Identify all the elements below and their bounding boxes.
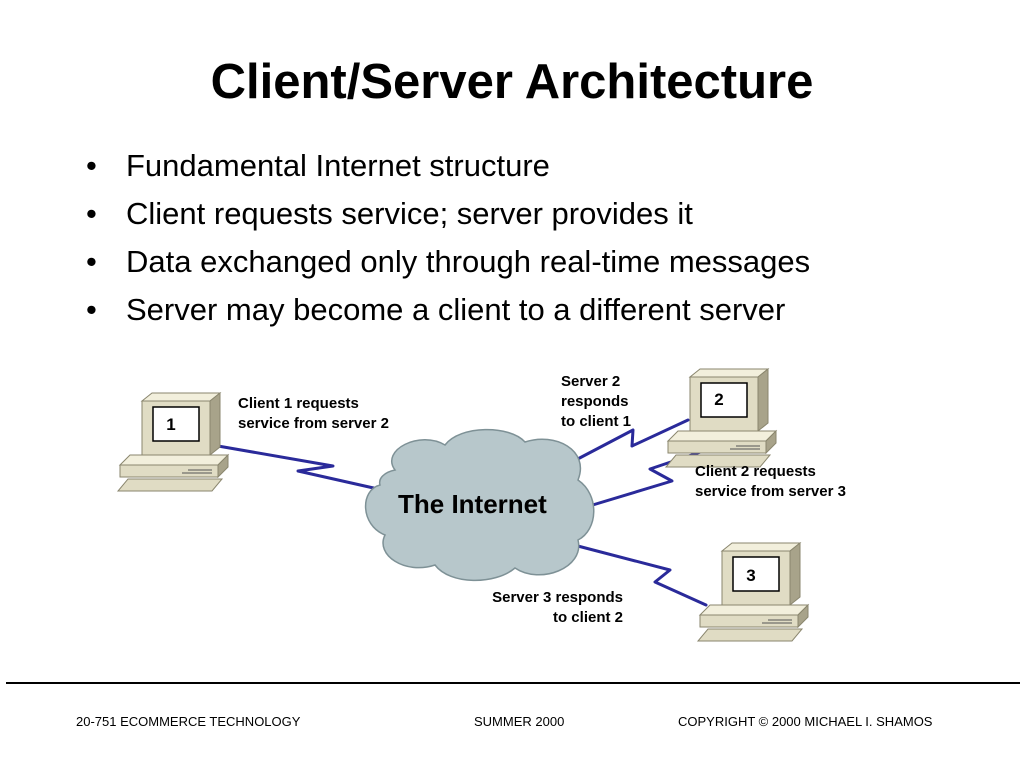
bullet-item: Data exchanged only through real-time me… — [86, 238, 810, 286]
computer-2-icon: 2 — [665, 368, 777, 468]
computer-3-number: 3 — [746, 566, 755, 585]
server2-response-label: Server 2 responds to client 1 — [561, 373, 632, 430]
client2-request-label: Client 2 requests service from server 3 — [695, 463, 846, 500]
bullet-item: Client requests service; server provides… — [86, 190, 810, 238]
client1-request-label: Client 1 requests service from server 2 — [238, 395, 389, 432]
internet-label: The Internet — [398, 489, 547, 519]
link-internet-server3 — [572, 543, 708, 607]
footer-copyright: COPYRIGHT © 2000 MICHAEL I. SHAMOS — [678, 714, 933, 729]
computer-1-number: 1 — [166, 415, 175, 434]
server3-response-label: Server 3 responds to client 2 — [492, 589, 623, 626]
internet-cloud — [364, 428, 595, 582]
bullet-item: Fundamental Internet structure — [86, 142, 810, 190]
link-client1-internet — [216, 444, 380, 491]
computer-2-number: 2 — [714, 390, 723, 409]
computer-3-icon: 3 — [697, 542, 809, 642]
bullet-item: Server may become a client to a differen… — [86, 286, 810, 334]
footer-course: 20-751 ECOMMERCE TECHNOLOGY — [76, 714, 301, 729]
computer-1-icon: 1 — [117, 392, 229, 492]
slide-title: Client/Server Architecture — [210, 55, 814, 109]
link-internet-server2-a — [570, 418, 690, 464]
bullet-list: Fundamental Internet structure Client re… — [86, 142, 810, 334]
footer-divider — [6, 682, 1020, 684]
footer-term: SUMMER 2000 — [474, 714, 565, 729]
